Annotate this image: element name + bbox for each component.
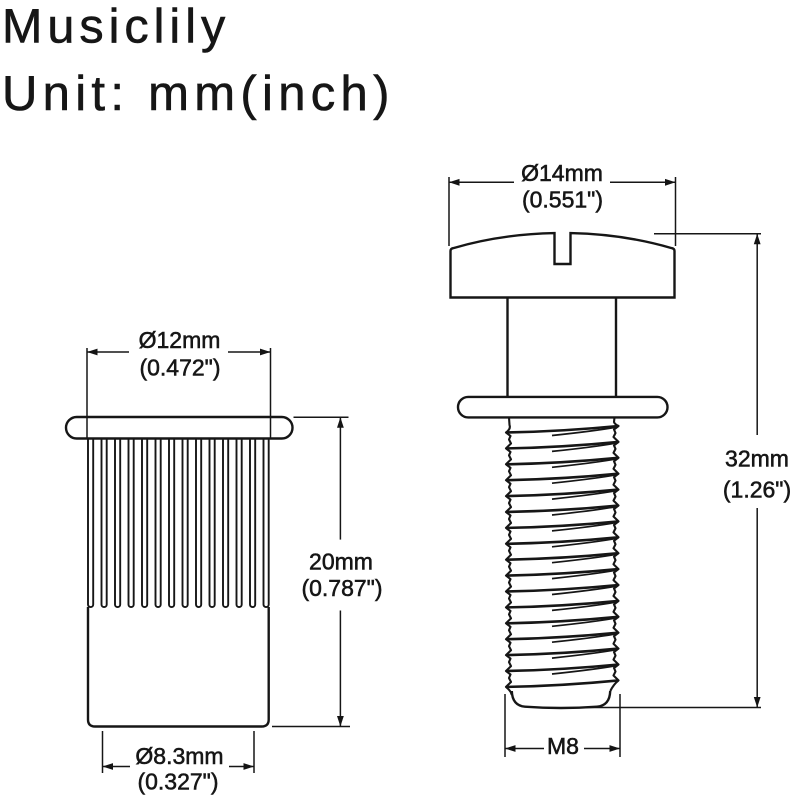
svg-text:(0.551"): (0.551")	[522, 187, 603, 213]
svg-text:M8: M8	[547, 733, 579, 759]
svg-text:Ø8.3mm: Ø8.3mm	[135, 743, 223, 769]
svg-text:Ø14mm: Ø14mm	[521, 160, 603, 186]
svg-text:Unit: mm(inch): Unit: mm(inch)	[2, 67, 395, 121]
svg-text:(0.472"): (0.472")	[139, 355, 220, 381]
svg-text:Musiclily: Musiclily	[2, 0, 230, 54]
svg-text:Ø12mm: Ø12mm	[139, 327, 221, 353]
svg-text:(0.787"): (0.787")	[301, 575, 382, 601]
svg-text:20mm: 20mm	[309, 549, 373, 575]
svg-text:32mm: 32mm	[725, 446, 789, 472]
svg-text:(1.26"): (1.26")	[723, 477, 791, 503]
svg-text:(0.327"): (0.327")	[137, 769, 218, 795]
